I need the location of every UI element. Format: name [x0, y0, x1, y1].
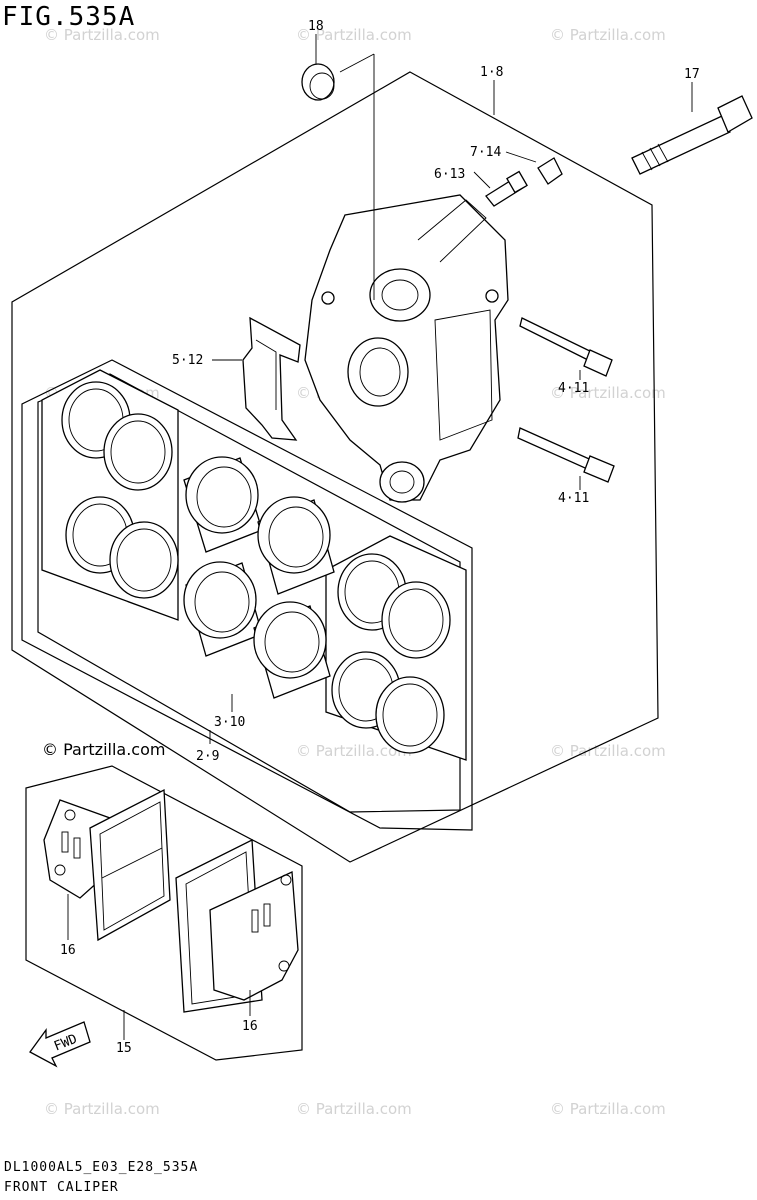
leader-lines	[67, 34, 693, 1040]
seal-panel-right	[325, 535, 467, 761]
callout-4-11-upper: 4·11	[558, 381, 589, 396]
callout-6-13: 6·13	[434, 167, 465, 182]
watermark: © Partzilla.com	[550, 1100, 666, 1118]
caliper-body	[304, 194, 509, 503]
diagram-name: FRONT CALIPER	[4, 1180, 119, 1195]
assembly-frame-3-10	[37, 373, 461, 813]
pad-pin-lower	[517, 427, 615, 483]
mounting-bolt	[631, 95, 753, 175]
watermark: © Partzilla.com	[296, 26, 412, 44]
callout-5-12: 5·12	[172, 353, 203, 368]
pad-pin-upper	[519, 317, 613, 377]
bleeder-valve	[485, 170, 528, 207]
watermark: © Partzilla.com	[296, 1100, 412, 1118]
pad-shim-right	[209, 871, 299, 1001]
figure-title: FIG.535A	[2, 2, 136, 32]
watermark: © Partzilla.com	[550, 384, 666, 402]
callout-17: 17	[684, 67, 700, 82]
bleeder-cap	[537, 157, 563, 185]
watermark: © Partzilla.com	[550, 26, 666, 44]
watermark: © Partzilla.com	[296, 742, 412, 760]
seal-panel-left	[41, 369, 179, 621]
callout-15: 15	[116, 1041, 132, 1056]
diagram-code: DL1000AL5_E03_E28_535A	[4, 1160, 199, 1175]
dust-cap	[301, 63, 335, 101]
callout-4-11-lower: 4·11	[558, 491, 589, 506]
callout-18: 18	[308, 19, 324, 34]
partzilla-brand: © Partzilla.com	[42, 740, 166, 759]
watermark: © Partzilla.com	[44, 26, 160, 44]
piston-set	[183, 456, 335, 699]
callout-3-10: 3·10	[214, 715, 245, 730]
pad-spring	[242, 316, 301, 441]
assembly-frame-1-8	[11, 71, 659, 863]
forward-arrow-icon: FWD	[29, 1021, 91, 1068]
callout-16-left: 16	[60, 943, 76, 958]
pad-set-frame	[25, 765, 303, 1061]
callout-1-8: 1·8	[480, 65, 503, 80]
callout-16-right: 16	[242, 1019, 258, 1034]
watermark: © Partzilla.com	[44, 1100, 160, 1118]
callout-2-9: 2·9	[196, 749, 219, 764]
assembly-frame-2-9	[21, 359, 473, 831]
brake-pad-left	[89, 788, 171, 942]
callout-7-14: 7·14	[470, 145, 501, 160]
